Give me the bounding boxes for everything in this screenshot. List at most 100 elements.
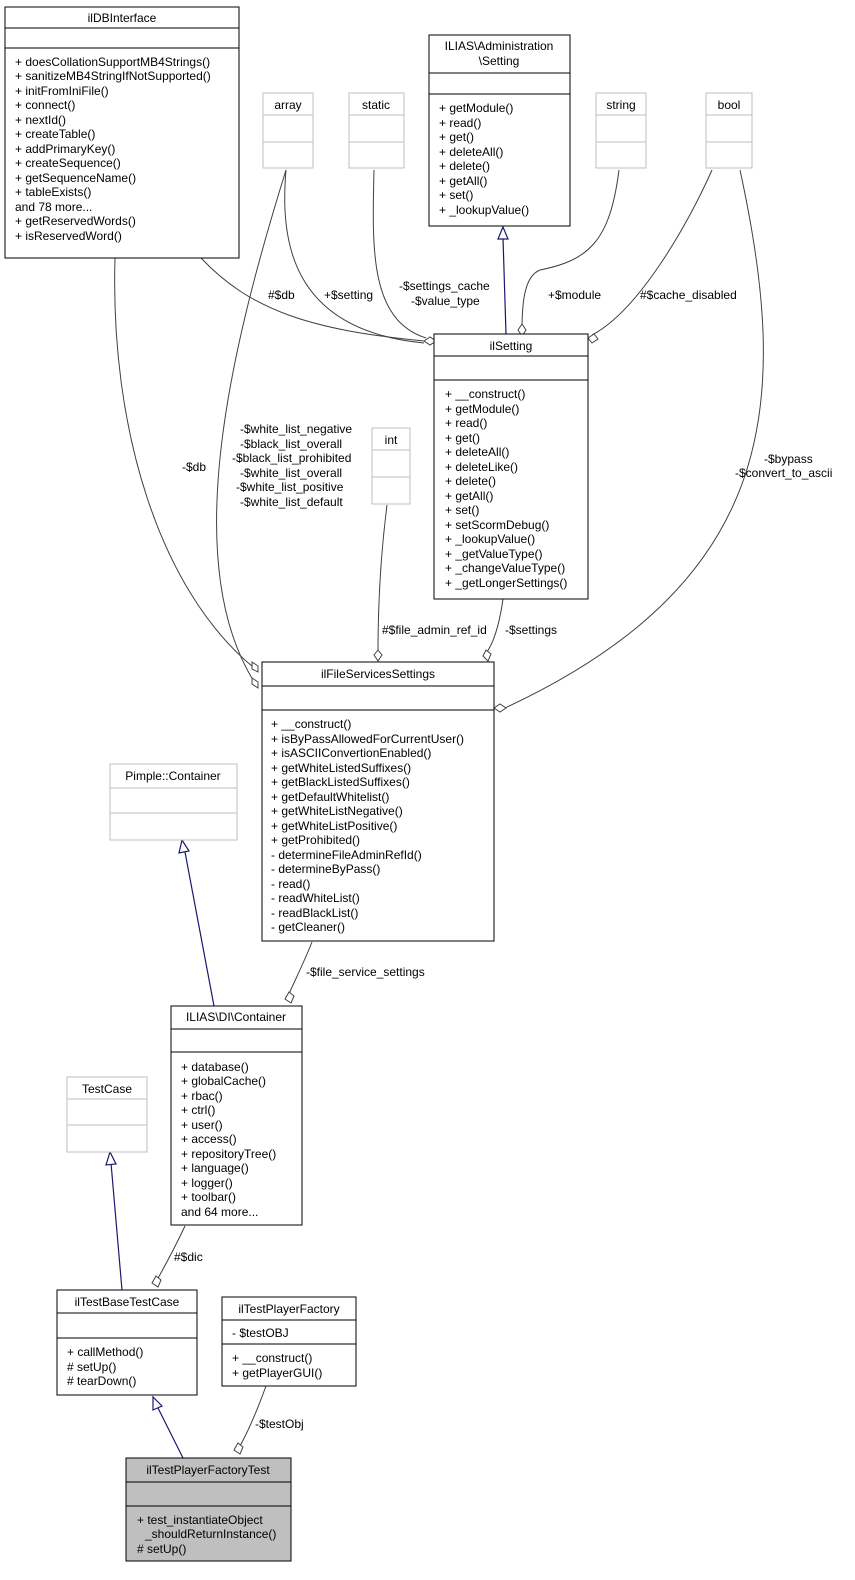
op: + isASCIIConvertionEnabled() <box>271 746 431 760</box>
op: + language() <box>181 1161 249 1175</box>
op: + get() <box>445 431 480 445</box>
op: # tearDown() <box>67 1374 136 1388</box>
arrowhead-admin <box>497 225 509 240</box>
op: + _getValueType() <box>445 547 543 561</box>
label-cache-disabled: #$cache_disabled <box>640 288 737 302</box>
edge-static-to-ilsetting <box>372 169 427 339</box>
op: + set() <box>445 503 479 517</box>
class-iltestplayerfactorytest: ilTestPlayerFactoryTest + test_instantia… <box>125 1457 292 1562</box>
class-name: ilDBInterface <box>88 11 157 25</box>
class-iltestplayerfactory: ilTestPlayerFactory - $testOBJ + __const… <box>221 1296 357 1387</box>
op: + __construct() <box>232 1351 312 1365</box>
class-di-container: ILIAS\DI\Container + database() + global… <box>170 1005 303 1226</box>
label-list-4: -$white_list_positive <box>236 480 344 494</box>
op: + getReservedWords() <box>15 214 136 228</box>
op: - read() <box>271 877 310 891</box>
op: + delete() <box>445 474 496 488</box>
op: + ctrl() <box>181 1103 215 1117</box>
label-file-service: -$file_service_settings <box>306 965 425 979</box>
op: # setUp() <box>137 1542 186 1556</box>
diamond-filesvc-a <box>251 661 259 673</box>
class-testcase: TestCase <box>66 1076 148 1153</box>
op: + doesCollationSupportMB4Strings() <box>15 55 210 69</box>
class-ilfileservicessettings: ilFileServicesSettings + __construct() +… <box>261 661 495 942</box>
op: + deleteLike() <box>445 460 518 474</box>
op: + _lookupValue() <box>445 532 535 546</box>
op: + delete() <box>439 159 490 173</box>
inherit-basetest-testcase <box>110 1162 123 1291</box>
class-ilsetting: ilSetting + __construct() + getModule() … <box>433 333 589 600</box>
label-bypass-1: -$convert_to_ascii <box>735 466 832 480</box>
label-bypass-0: -$bypass <box>764 452 813 466</box>
class-name: Pimple::Container <box>125 769 220 783</box>
class-name: ilSetting <box>490 339 533 353</box>
edge-int-to-filesvc <box>377 504 388 653</box>
op: + initFromIniFile() <box>15 84 109 98</box>
op: + getWhiteListedSuffixes() <box>271 761 411 775</box>
op: + getPlayerGUI() <box>232 1366 322 1380</box>
op: - readBlackList() <box>271 906 358 920</box>
class-iltestbasetestcase: ilTestBaseTestCase + callMethod() # setU… <box>56 1289 198 1396</box>
op: + set() <box>439 188 473 202</box>
class-name: TestCase <box>82 1082 132 1096</box>
edge-array-to-ilsetting <box>284 169 425 344</box>
op: + createSequence() <box>15 156 121 170</box>
op: + callMethod() <box>67 1345 143 1359</box>
op: + logger() <box>181 1176 233 1190</box>
op: + createTable() <box>15 127 95 141</box>
inherit-ilsetting-admin <box>502 237 507 335</box>
op: _shouldReturnInstance() <box>144 1527 276 1541</box>
class-name: ilTestPlayerFactory <box>238 1302 339 1316</box>
arrowhead-pimple <box>178 838 190 854</box>
arrowhead-testcase <box>105 1150 117 1166</box>
op: + getSequenceName() <box>15 171 136 185</box>
class-static: static <box>348 92 405 169</box>
label-module: +$module <box>548 288 601 302</box>
edge-filesvc-to-dicontainer <box>287 941 313 997</box>
class-pimple-container: Pimple::Container <box>109 763 238 841</box>
op: + getAll() <box>439 174 487 188</box>
label-list-2: -$black_list_prohibited <box>232 451 351 465</box>
op: + nextId() <box>15 113 66 127</box>
op: + addPrimaryKey() <box>15 142 115 156</box>
label-setting-array: +$setting <box>324 288 373 302</box>
diamond-dicontainer <box>284 991 295 1004</box>
op: # setUp() <box>67 1360 116 1374</box>
class-name: ilFileServicesSettings <box>321 667 435 681</box>
op: + _lookupValue() <box>439 203 529 217</box>
op: + isByPassAllowedForCurrentUser() <box>271 732 464 746</box>
op: + read() <box>439 116 481 130</box>
class-name: int <box>385 433 398 447</box>
op: - readWhiteList() <box>271 891 360 905</box>
edge-ildb-to-ilsetting <box>200 257 425 342</box>
label-file-admin: #$file_admin_ref_id <box>382 623 487 637</box>
class-name: string <box>606 98 635 112</box>
inherit-factorytest-basetest <box>157 1407 184 1459</box>
edge-factory-to-factorytest <box>239 1385 267 1447</box>
op: + globalCache() <box>181 1074 266 1088</box>
op: + test_instantiateObject <box>137 1513 263 1527</box>
edge-dicontainer-to-basetest <box>156 1225 186 1281</box>
edge-bool-to-ilsetting <box>591 169 713 336</box>
label-db-setting: #$db <box>268 288 295 302</box>
op: + getDefaultWhitelist() <box>271 790 389 804</box>
edges <box>105 169 764 1459</box>
arrowhead-basetest <box>152 1395 164 1411</box>
op: + toolbar() <box>181 1190 236 1204</box>
attr: - $testOBJ <box>232 1326 289 1340</box>
op: + getWhiteListNegative() <box>271 804 403 818</box>
class-array: array <box>262 92 314 169</box>
op: + tableExists() <box>15 185 91 199</box>
class-name: array <box>274 98 301 112</box>
diamond-filesvc-b <box>251 677 259 689</box>
edge-ilsetting-to-filesvc <box>486 598 504 653</box>
diamond-filesvc-d <box>482 649 492 662</box>
op: + get() <box>439 130 474 144</box>
op: + getProhibited() <box>271 833 360 847</box>
class-ildbinterface: ilDBInterface + doesCollationSupportMB4S… <box>4 6 240 259</box>
op: - getCleaner() <box>271 920 345 934</box>
op: + connect() <box>15 98 75 112</box>
label-dic: #$dic <box>174 1250 203 1264</box>
edge-labels: #$db +$setting -$settings_cache -$value_… <box>174 279 832 1431</box>
